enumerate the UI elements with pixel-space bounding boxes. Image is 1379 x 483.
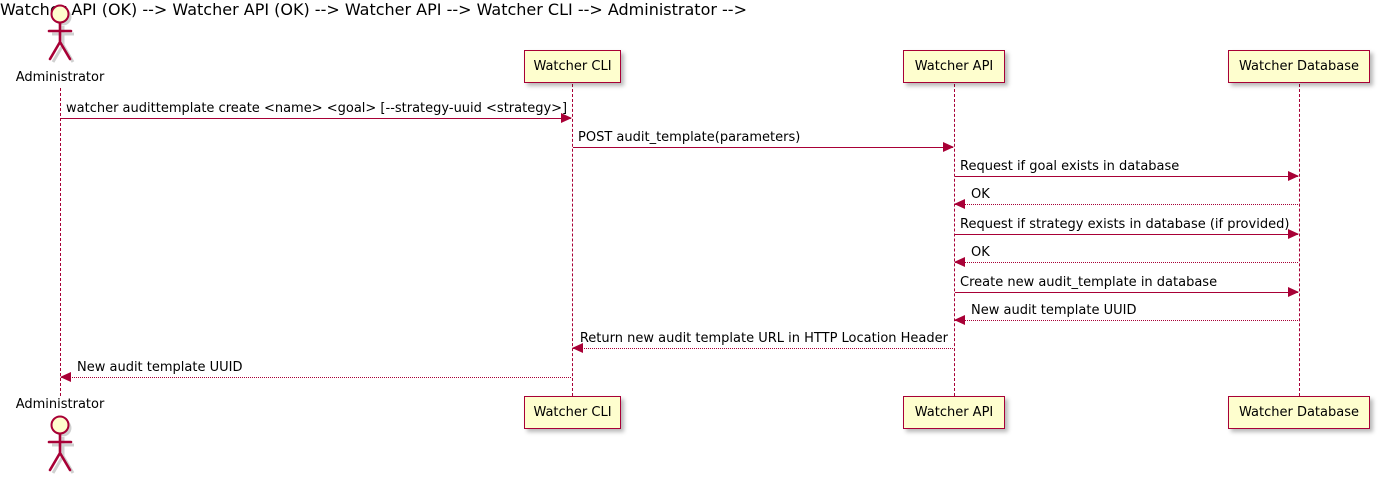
message-label: OK (971, 187, 990, 202)
actor-administrator-top (38, 2, 82, 66)
actor-stick-figure-icon (47, 415, 75, 474)
participant-box-watcher-cli-top[interactable]: Watcher CLI (524, 50, 621, 83)
participant-box-watcher-database-bottom[interactable]: Watcher Database (1228, 396, 1370, 429)
lifeline-watcher-api (954, 84, 955, 396)
participant-label-watcher-database: Watcher Database (1239, 405, 1359, 420)
arrowhead-left-icon (572, 343, 583, 353)
message-line (955, 234, 1298, 235)
lifeline-watcher-database (1299, 84, 1300, 396)
message-line (955, 292, 1298, 293)
actor-label-administrator-bottom: Administrator (15, 397, 105, 412)
participant-label-watcher-api: Watcher API (914, 405, 994, 420)
message-line (61, 118, 571, 119)
arrowhead-left-icon (60, 372, 71, 382)
arrowhead-right-icon (561, 113, 572, 123)
participant-box-watcher-api-bottom[interactable]: Watcher API (903, 396, 1005, 429)
message-label: New audit template UUID (971, 303, 1137, 318)
message-line (955, 176, 1298, 177)
participant-label-watcher-database: Watcher Database (1239, 59, 1359, 74)
message-line (955, 262, 1298, 263)
participant-box-watcher-database-top[interactable]: Watcher Database (1228, 50, 1370, 83)
message-label: New audit template UUID (77, 360, 243, 375)
lifeline-administrator (60, 88, 61, 396)
actor-stick-figure-icon (47, 4, 75, 63)
message-line (573, 348, 953, 349)
message-label: Request if strategy exists in database (… (960, 217, 1290, 232)
message-line (955, 204, 1298, 205)
message-line (573, 147, 953, 148)
message-label: Create new audit_template in database (960, 275, 1218, 290)
arrowhead-right-icon (943, 142, 954, 152)
participant-box-watcher-api-top[interactable]: Watcher API (903, 50, 1005, 83)
arrowhead-right-icon (1288, 171, 1299, 181)
participant-label-watcher-cli: Watcher CLI (533, 405, 612, 420)
arrowhead-left-icon (954, 199, 965, 209)
message-label: OK (971, 245, 990, 260)
actor-administrator-bottom (38, 413, 82, 477)
message-label: Request if goal exists in database (960, 159, 1180, 174)
message-label: POST audit_template(parameters) (578, 130, 801, 145)
arrowhead-left-icon (954, 315, 965, 325)
participant-label-watcher-cli: Watcher CLI (533, 59, 612, 74)
message-line (61, 377, 571, 378)
lifeline-watcher-cli (572, 84, 573, 396)
arrowhead-right-icon (1288, 229, 1299, 239)
participant-box-watcher-cli-bottom[interactable]: Watcher CLI (524, 396, 621, 429)
actor-label-administrator-top: Administrator (15, 70, 105, 85)
arrowhead-left-icon (954, 257, 965, 267)
message-label: watcher audittemplate create <name> <goa… (66, 101, 568, 116)
message-line (955, 320, 1298, 321)
message-label: Return new audit template URL in HTTP Lo… (579, 331, 948, 346)
participant-label-watcher-api: Watcher API (914, 59, 994, 74)
arrowhead-right-icon (1288, 287, 1299, 297)
